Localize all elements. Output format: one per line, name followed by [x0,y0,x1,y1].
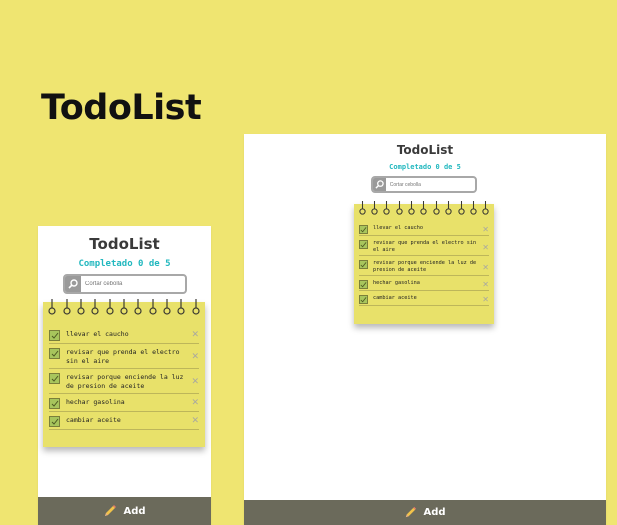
checkbox-icon[interactable] [49,398,60,409]
spiral-ring-icon [134,299,142,315]
spiral-ring-icon [177,299,186,315]
pencil-icon [105,505,117,516]
mobile-screen: TodoList Completado 0 de 5 llevar el cau… [38,226,211,525]
spiral-ring-icon [445,201,452,215]
search-input[interactable] [81,281,185,287]
checkbox-icon[interactable] [359,280,368,289]
delete-icon[interactable]: ✕ [191,351,199,362]
todo-text: revisar porque enciende la luz de presio… [66,373,184,390]
spiral-ring-icon [396,201,403,215]
todo-text: hechar gasolina [373,280,420,286]
notepad: llevar el caucho ✕ revisar que prenda el e… [43,299,205,447]
completion-status: Completado 0 de 5 [389,163,461,171]
pencil-icon [406,506,417,518]
todo-item: revisar que prenda el electro sin el air… [49,346,199,369]
todo-item: llevar el caucho ✕ [359,224,489,236]
checkbox-icon[interactable] [49,330,60,341]
spiral-ring-icon [383,201,391,215]
search-button[interactable] [373,178,386,191]
search-bar [63,274,187,294]
checkbox-icon[interactable] [359,240,368,249]
add-button[interactable]: Add [244,500,606,525]
todo-item: cambiar aceite ✕ [49,414,199,430]
delete-icon[interactable]: ✕ [191,398,199,408]
spiral-ring-icon [48,299,56,315]
spiral-ring-icon [470,201,477,215]
todo-text: llevar el caucho [66,330,129,338]
spiral-ring-icon [192,299,200,315]
todo-list: llevar el caucho ✕ revisar que prenda el e… [43,328,205,432]
todo-item: hechar gasolina ✕ [359,279,489,291]
spiral-ring-icon [482,201,489,215]
delete-icon[interactable]: ✕ [482,225,489,234]
delete-icon[interactable]: ✕ [191,416,199,426]
add-label: Add [123,505,146,517]
todo-text: revisar porque enciende la luz de presio… [373,260,477,273]
search-icon [375,180,384,189]
checkbox-icon[interactable] [49,348,60,359]
tablet-screen: TodoList Completado 0 de 5 llevar el cau… [244,134,606,525]
spiral-ring-icon [163,299,171,315]
todo-item: revisar porque enciende la luz de presio… [359,259,489,276]
todo-list: llevar el caucho ✕ revisar que prenda el e… [354,224,494,309]
spiral-ring-icon [457,201,465,215]
app-title: TodoList [89,235,160,253]
checkbox-icon[interactable] [359,260,368,269]
spiral-ring-icon [371,201,378,215]
spiral-ring-icon [62,299,71,315]
todo-text: llevar el caucho [373,225,423,231]
spiral-ring-icon [77,299,85,315]
search-icon [68,279,78,289]
todo-text: hechar gasolina [66,398,125,406]
spiral-ring-icon [149,299,157,315]
todo-item: revisar porque enciende la luz de presio… [49,371,199,394]
search-input[interactable] [385,181,475,188]
search-button[interactable] [65,276,81,292]
todo-text: cambiar aceite [66,416,121,424]
delete-icon[interactable]: ✕ [482,280,489,289]
app-title: TodoList [396,143,454,157]
delete-icon[interactable]: ✕ [482,242,489,252]
spiral-binding [354,201,494,215]
todo-text: revisar que prenda el electro sin el air… [373,240,477,253]
add-button[interactable]: Add [38,497,211,525]
checkbox-icon[interactable] [359,225,368,234]
todo-text: cambiar aceite [373,295,417,301]
todo-item: hechar gasolina ✕ [49,396,199,412]
add-label: Add [423,507,446,518]
spiral-ring-icon [420,201,428,215]
delete-icon[interactable]: ✕ [482,262,489,272]
spiral-ring-icon [91,299,99,315]
spiral-ring-icon [408,201,415,215]
spiral-ring-icon [106,299,114,315]
notepad: llevar el caucho ✕ revisar que prenda el e… [354,201,494,324]
page-heading: TodoList [41,88,202,128]
todo-item: cambiar aceite ✕ [359,294,489,306]
spiral-ring-icon [120,299,128,315]
checkbox-icon[interactable] [359,295,368,304]
checkbox-icon[interactable] [49,373,60,384]
completion-status: Completado 0 de 5 [78,259,171,269]
checkbox-icon[interactable] [49,416,60,427]
search-bar [371,176,477,193]
todo-item: revisar que prenda el electro sin el air… [359,239,489,256]
spiral-binding [43,299,205,315]
spiral-ring-icon [359,201,366,215]
delete-icon[interactable]: ✕ [482,295,489,304]
delete-icon[interactable]: ✕ [191,330,199,340]
delete-icon[interactable]: ✕ [191,376,199,387]
todo-text: revisar que prenda el electro sin el air… [66,348,180,365]
todo-item: llevar el caucho ✕ [49,328,199,344]
spiral-ring-icon [433,201,440,215]
